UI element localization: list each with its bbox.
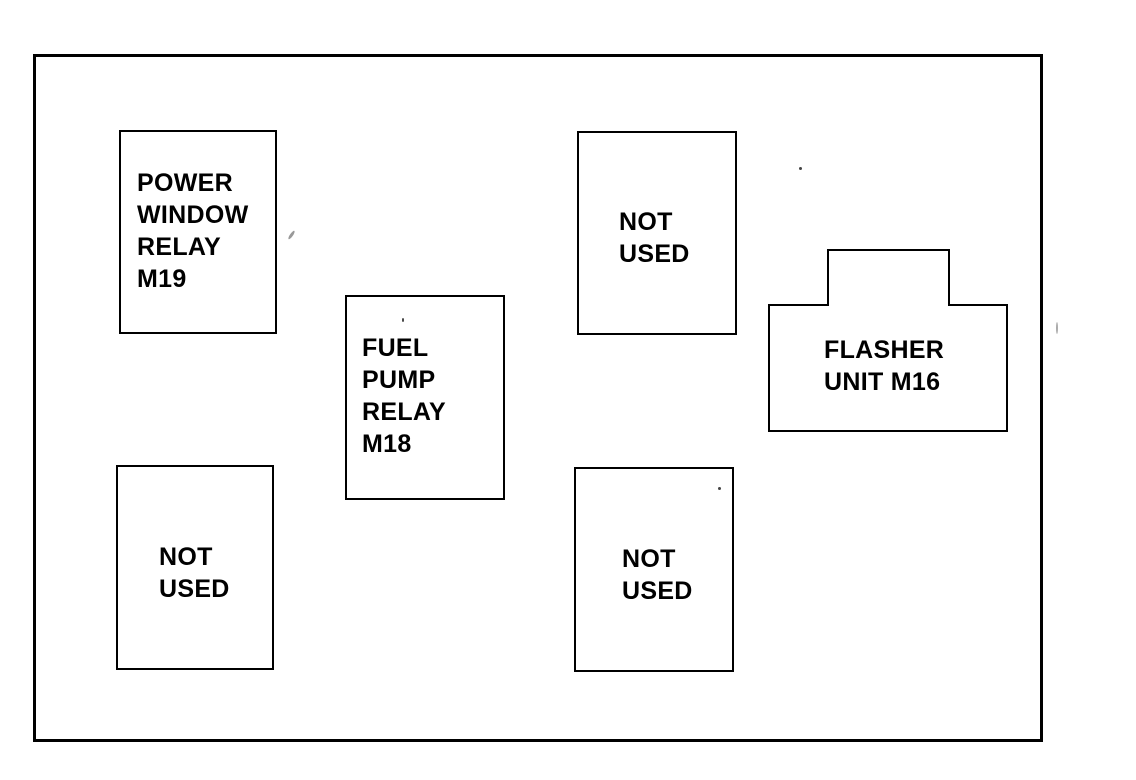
fuel-pump-relay-label: FUEL PUMP RELAY M18 <box>362 334 446 458</box>
scan-speck <box>402 318 404 322</box>
fuel-pump-relay-block <box>345 295 505 500</box>
not-used-top-label: NOT USED <box>619 208 690 268</box>
not-used-bottom-center-label: NOT USED <box>622 545 693 605</box>
scan-speck <box>1056 322 1058 334</box>
not-used-bottom-center-block <box>574 467 734 672</box>
relay-panel-outline <box>33 54 1043 742</box>
flasher-unit-label: FLASHER UNIT M16 <box>824 336 945 396</box>
power-window-relay-label: POWER WINDOW RELAY M19 <box>137 169 249 293</box>
scan-speck <box>718 487 721 490</box>
not-used-top-block <box>577 131 737 335</box>
scan-speck <box>799 167 802 170</box>
flasher-unit-block <box>768 249 1008 432</box>
power-window-relay-block <box>119 130 277 334</box>
not-used-bottom-left-label: NOT USED <box>159 543 230 603</box>
not-used-bottom-left-block <box>116 465 274 670</box>
